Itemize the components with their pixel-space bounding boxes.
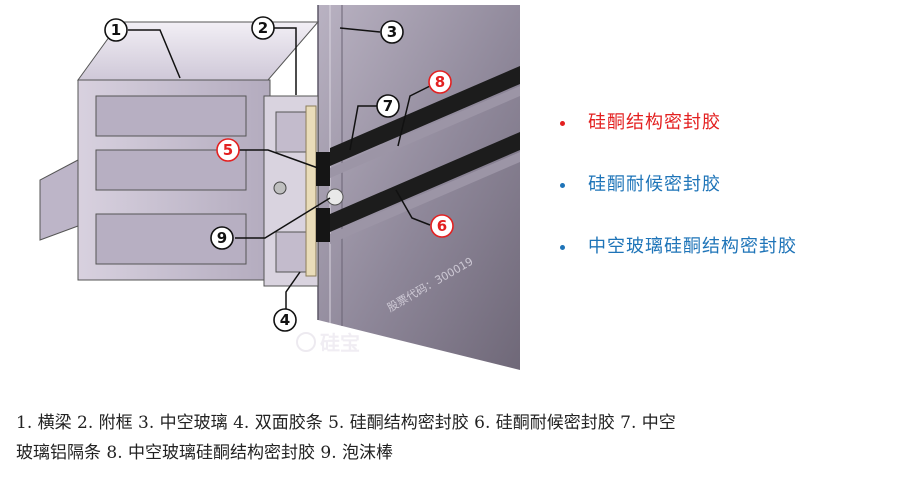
callout-8: 8 (428, 70, 452, 94)
callout-4-number: 4 (280, 311, 290, 329)
watermark-brand: 硅宝 (320, 331, 360, 355)
callout-2-number: 2 (258, 19, 268, 37)
callout-3-number: 3 (387, 23, 397, 41)
callout-9: 9 (210, 226, 234, 250)
legend-bullet (560, 183, 565, 188)
legend-label-structural: 硅酮结构密封胶 (588, 112, 721, 133)
callout-9-number: 9 (217, 229, 227, 247)
figure-caption: 1. 横梁 2. 附框 3. 中空玻璃 4. 双面胶条 5. 硅酮结构密封胶 6… (16, 408, 888, 468)
callout-7-number: 7 (383, 97, 393, 115)
sub-frame-profile (263, 95, 319, 287)
legend-label-insulating-glass: 中空玻璃硅酮结构密封胶 (588, 236, 797, 257)
sealant-legend: 硅酮结构密封胶 硅酮耐候密封胶 中空玻璃硅酮结构密封胶 (560, 112, 890, 298)
foam-rod (273, 181, 344, 206)
caption-line-1: 1. 横梁 2. 附框 3. 中空玻璃 4. 双面胶条 5. 硅酮结构密封胶 6… (16, 413, 676, 433)
legend-label-weather: 硅酮耐候密封胶 (588, 174, 721, 195)
leader-lines (128, 27, 431, 312)
legend-item-weather: 硅酮耐候密封胶 (560, 174, 890, 196)
callout-5-number: 5 (223, 141, 233, 159)
callout-3: 3 (380, 20, 404, 44)
callout-6: 6 (430, 214, 454, 238)
sealant-strips (330, 66, 520, 244)
legend-bullet (560, 121, 565, 126)
callout-6-number: 6 (437, 217, 447, 235)
callout-8-number: 8 (435, 73, 445, 91)
structural-sealant-blocks (316, 152, 330, 242)
caption-line-2: 玻璃铝隔条 8. 中空玻璃硅酮结构密封胶 9. 泡沫棒 (16, 443, 394, 463)
callout-4: 4 (273, 308, 297, 332)
legend-bullet (560, 245, 565, 250)
callout-5: 5 (216, 138, 240, 162)
legend-item-structural: 硅酮结构密封胶 (560, 112, 890, 134)
callout-1: 1 (104, 18, 128, 42)
legend-item-insulating-glass: 中空玻璃硅酮结构密封胶 (560, 236, 890, 258)
callout-2: 2 (251, 16, 275, 40)
callout-1-number: 1 (111, 21, 121, 39)
callout-7: 7 (376, 94, 400, 118)
